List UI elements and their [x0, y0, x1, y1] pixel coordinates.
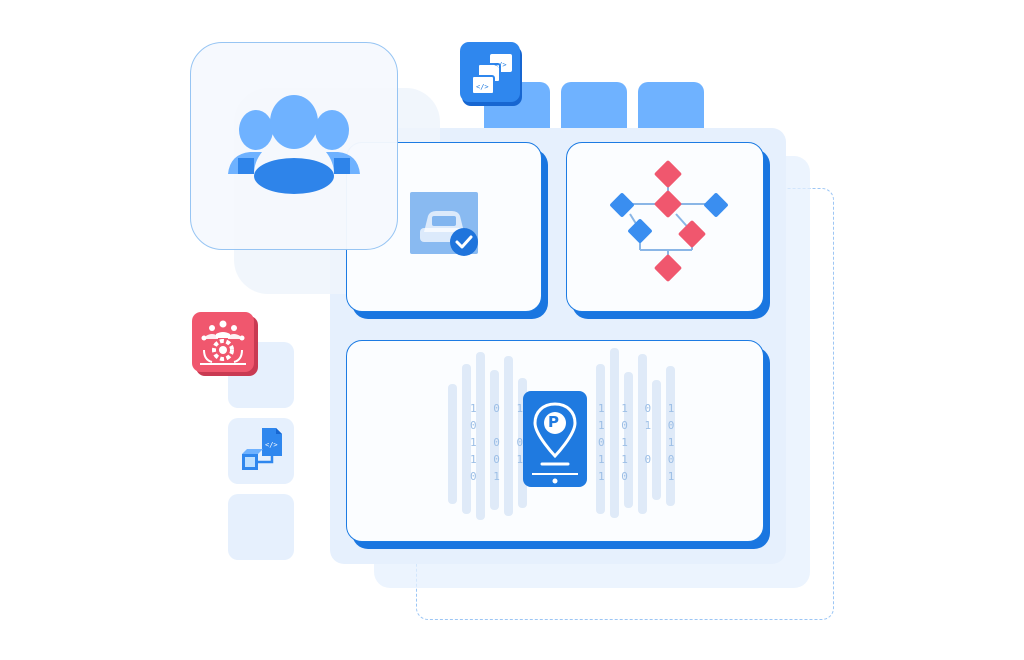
side-tile-bottom	[228, 494, 294, 560]
svg-text:</>: </>	[476, 83, 489, 91]
signal-bars-decoration	[446, 344, 686, 524]
svg-text:</>: </>	[494, 61, 507, 69]
team-gear-icon	[192, 312, 260, 378]
svg-text:</>: </>	[265, 441, 278, 449]
block-network-icon	[606, 160, 736, 284]
team-icon	[224, 92, 364, 202]
car-check-icon	[410, 192, 482, 258]
binary-text-right: 1 1 0 1 1 0 1 0 0 1 1 1 1 0 0 1 0 1	[598, 402, 680, 483]
code-windows-icon: </> </>	[460, 42, 526, 108]
parking-phone-icon: P	[522, 390, 590, 490]
parking-letter: P	[548, 413, 559, 431]
code-file-cube-icon: </>	[238, 426, 288, 476]
